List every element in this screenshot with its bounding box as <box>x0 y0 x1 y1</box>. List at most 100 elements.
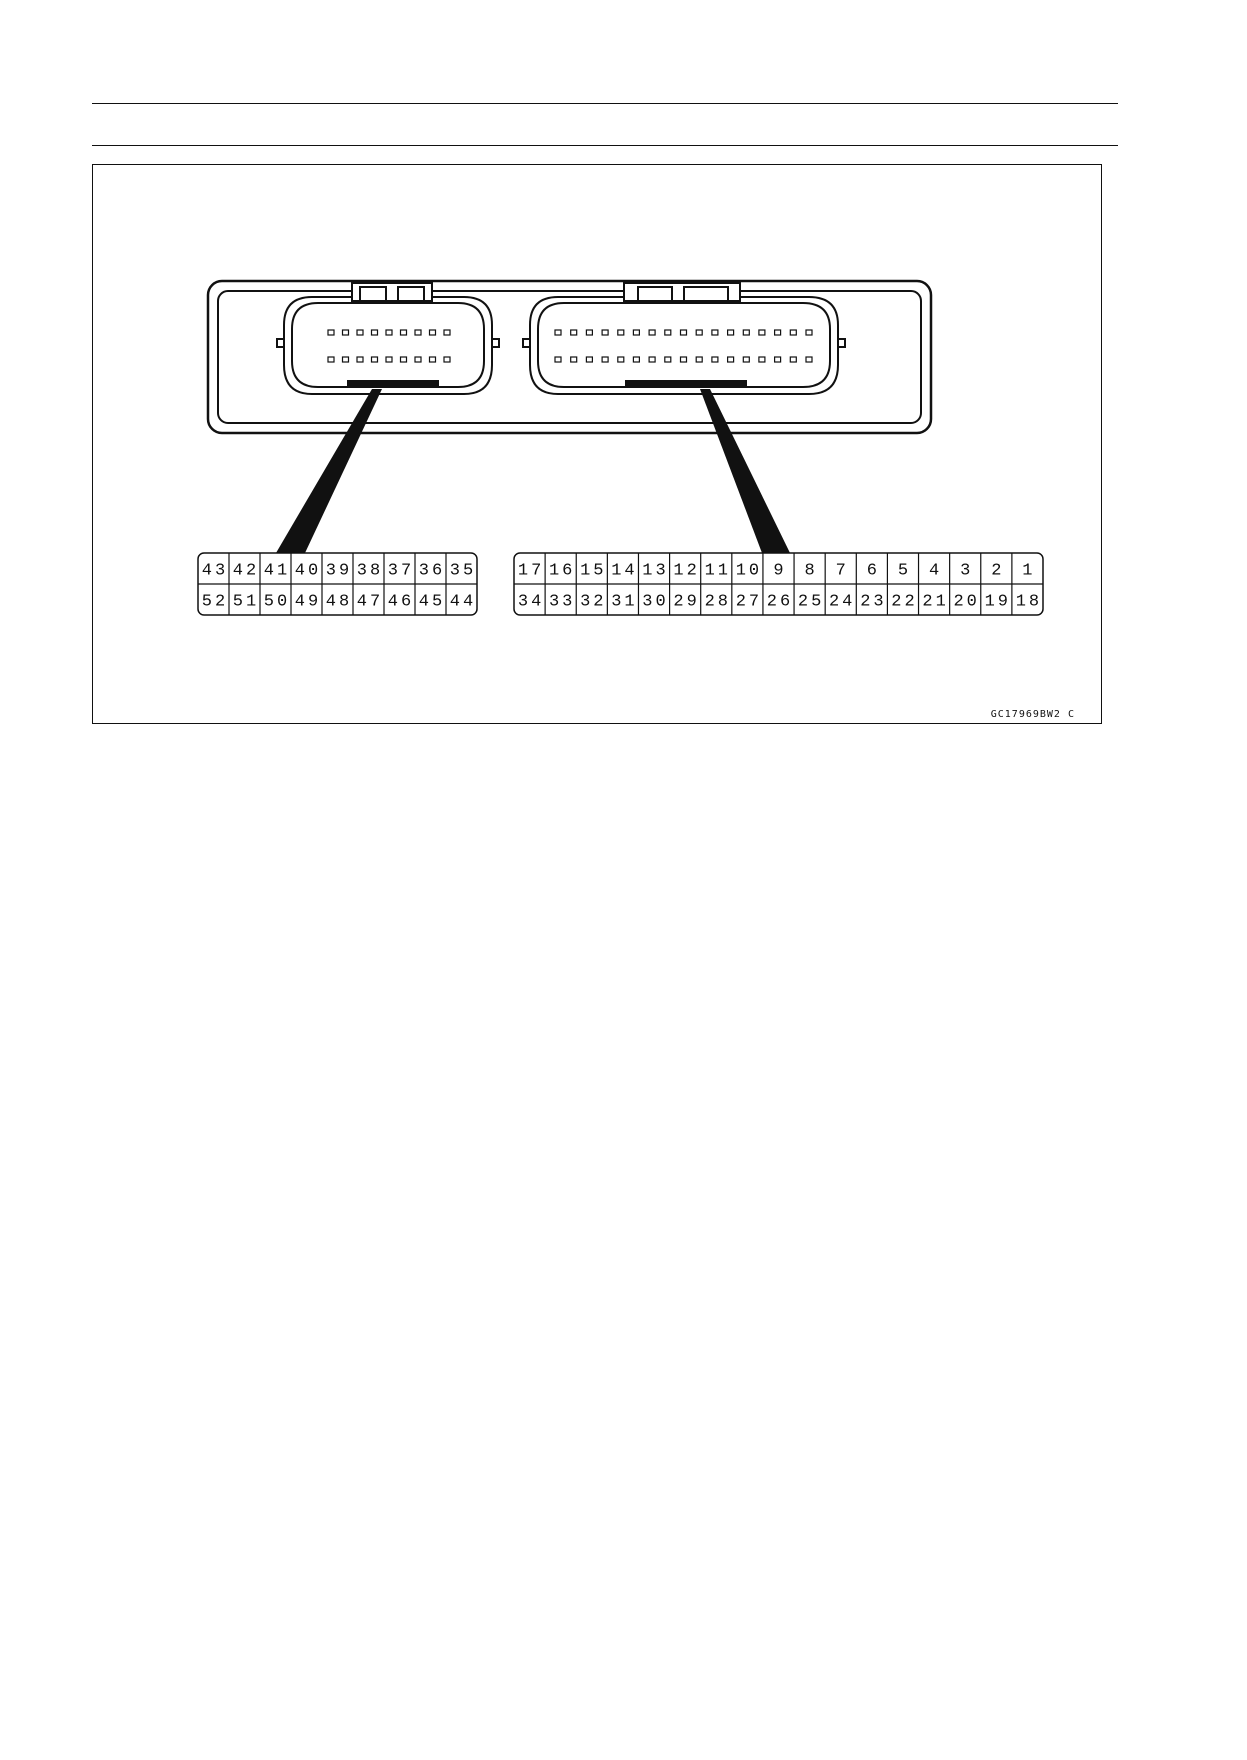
pin-number-cell: 6 <box>867 562 880 581</box>
socket-pin <box>341 356 350 363</box>
socket-pin <box>758 329 766 336</box>
socket-pin <box>789 329 797 336</box>
socket-pin <box>695 356 703 363</box>
figure-frame <box>92 164 1102 724</box>
socket-pin <box>617 329 625 336</box>
left-socket-pins <box>327 329 451 363</box>
pin-number-cell: 21 <box>922 593 948 612</box>
pin-number-cell: 37 <box>388 562 414 581</box>
pin-number-cell: 14 <box>611 562 637 581</box>
socket-pin <box>428 329 437 336</box>
socket-pin <box>601 356 609 363</box>
socket-pin <box>341 329 350 336</box>
pin-number-cell: 51 <box>233 593 259 612</box>
pin-number-cell: 24 <box>829 593 855 612</box>
pin-number-cell: 38 <box>357 562 383 581</box>
pin-number-cell: 39 <box>326 562 352 581</box>
pin-number-cell: 41 <box>264 562 290 581</box>
socket-pin <box>742 329 750 336</box>
figure-code: GC17969BW2 C <box>991 709 1075 720</box>
header-rule-bottom <box>92 145 1118 146</box>
socket-pin <box>327 329 335 336</box>
socket-pin <box>327 356 335 363</box>
socket-pin <box>570 329 578 336</box>
pin-number-cell: 13 <box>642 562 668 581</box>
pin-number-cell: 47 <box>357 593 383 612</box>
socket-pin <box>648 356 656 363</box>
pin-number-cell: 29 <box>673 593 699 612</box>
left-callout-pointer <box>276 389 382 553</box>
socket-pin <box>356 329 364 336</box>
socket-pin <box>385 329 393 336</box>
ecu-housing <box>206 279 933 435</box>
pin-number-cell: 7 <box>836 562 849 581</box>
pin-number-cell: 52 <box>202 593 228 612</box>
socket-pin <box>632 329 641 336</box>
socket-pin <box>648 329 656 336</box>
socket-pin <box>773 329 782 336</box>
pin-number-cell: 4 <box>929 562 942 581</box>
pin-number-cell: 12 <box>673 562 699 581</box>
socket-pin <box>711 356 719 363</box>
socket-pin <box>726 356 735 363</box>
socket-pin <box>711 329 719 336</box>
pin-number-cell: 3 <box>960 562 973 581</box>
pin-number-cell: 35 <box>450 562 476 581</box>
pin-number-cell: 16 <box>549 562 575 581</box>
left-connector-socket <box>276 282 500 395</box>
right-socket-pins <box>554 329 813 363</box>
socket-pin <box>399 329 408 336</box>
pin-number-cell: 31 <box>611 593 637 612</box>
pin-number-cell: 50 <box>264 593 290 612</box>
pin-number-cell: 32 <box>580 593 606 612</box>
socket-pin <box>679 356 688 363</box>
pin-number-cell: 46 <box>388 593 414 612</box>
pin-number-cell: 10 <box>736 562 762 581</box>
socket-pin <box>758 356 766 363</box>
pin-number-cell: 22 <box>891 593 917 612</box>
pin-number-cell: 17 <box>518 562 544 581</box>
pin-number-cell: 15 <box>580 562 606 581</box>
pin-number-cell: 49 <box>295 593 321 612</box>
pin-number-cell: 36 <box>419 562 445 581</box>
pin-number-cell: 44 <box>450 593 476 612</box>
socket-pin <box>356 356 364 363</box>
socket-pin <box>385 356 393 363</box>
pin-number-cell: 28 <box>705 593 731 612</box>
pin-number-cell: 43 <box>202 562 228 581</box>
left-connector-pin-table: 43 42 41 40 39 38 37 36 35 52 51 50 49 48 47 46 45 44 <box>197 552 478 616</box>
socket-pin <box>742 356 750 363</box>
right-connector-socket <box>522 282 846 395</box>
socket-pin <box>805 329 813 336</box>
pin-number-cell: 34 <box>518 593 544 612</box>
pin-number-cell: 27 <box>736 593 762 612</box>
socket-pin <box>632 356 641 363</box>
socket-pin <box>773 356 782 363</box>
socket-pin <box>370 356 379 363</box>
pin-number-cell: 48 <box>326 593 352 612</box>
right-callout-pointer <box>700 389 790 553</box>
pin-number-cell: 5 <box>898 562 911 581</box>
pin-number-cell: 40 <box>295 562 321 581</box>
socket-pin <box>399 356 408 363</box>
pin-number-cell: 9 <box>773 562 786 581</box>
pin-number-cell: 45 <box>419 593 445 612</box>
socket-pin <box>664 329 672 336</box>
pin-number-cell: 19 <box>985 593 1011 612</box>
header-rule-top <box>92 103 1118 104</box>
pin-number-cell: 11 <box>705 562 731 581</box>
pin-number-cell: 2 <box>991 562 1004 581</box>
socket-pin <box>370 329 379 336</box>
pin-number-cell: 23 <box>860 593 886 612</box>
pin-number-cell: 1 <box>1022 562 1035 581</box>
socket-pin <box>585 329 594 336</box>
pin-number-cell: 18 <box>1016 593 1042 612</box>
pin-number-cell: 8 <box>804 562 817 581</box>
socket-pin <box>554 356 562 363</box>
socket-pin <box>585 356 594 363</box>
pin-number-cell: 42 <box>233 562 259 581</box>
pin-number-cell: 25 <box>798 593 824 612</box>
socket-pin <box>554 329 562 336</box>
